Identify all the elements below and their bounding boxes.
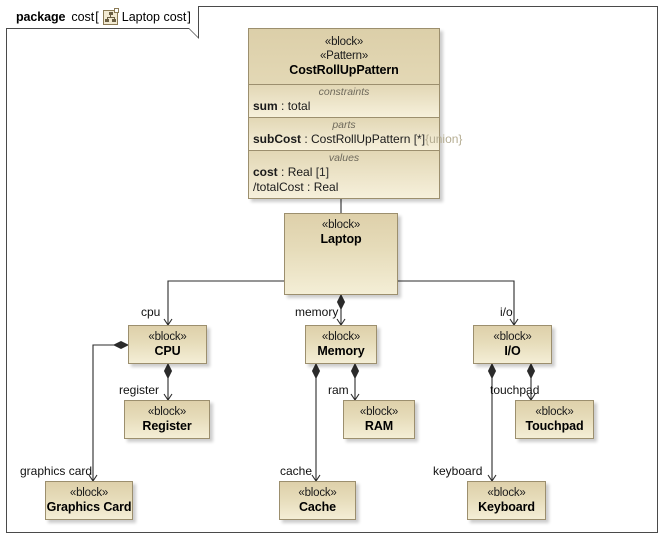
compartment-title: values: [328, 152, 360, 164]
feature-name: /totalCost: [253, 180, 304, 194]
role-label-keyboard: keyboard: [433, 464, 483, 478]
feature-name: cost: [253, 165, 278, 179]
feature-sep: :: [303, 180, 314, 194]
compartment-row: cost : Real [1]: [249, 165, 439, 180]
compartment-row: sum : total: [249, 99, 439, 114]
block-costrolluppattern[interactable]: «block» «Pattern» CostRollUpPattern cons…: [248, 28, 462, 199]
block-cpu[interactable]: «block» CPU: [128, 325, 207, 364]
package-keyword: package: [16, 10, 66, 24]
stereotype: «block»: [493, 331, 532, 343]
block-header: «block» CPU: [129, 326, 206, 358]
feature-multiplicity: [*]: [410, 132, 426, 146]
block-header: «block» RAM: [344, 401, 414, 433]
feature-type: CostRollUpPattern: [311, 132, 411, 146]
package-name: cost: [71, 10, 95, 24]
block-header: «block» Memory: [306, 326, 376, 358]
block-header: «block» Graphics Card: [46, 482, 132, 514]
compartment-values: values cost : Real [1] /totalCost : Real: [249, 151, 439, 198]
role-label-memory: memory: [295, 305, 339, 319]
feature-name: sum: [253, 99, 278, 113]
block-laptop[interactable]: «block» Laptop: [284, 213, 398, 295]
feature-type: Real: [287, 165, 313, 179]
block-name: I/O: [504, 344, 521, 358]
block-header: «block» Keyboard: [468, 482, 545, 514]
bracket-close: ]: [187, 10, 191, 24]
stereotype: «block»: [321, 219, 361, 231]
block-header: «block» I/O: [474, 326, 551, 358]
block-header: «block» Laptop: [285, 214, 397, 246]
feature-type: total: [287, 99, 311, 113]
stereotype-block: «block»: [324, 36, 364, 48]
feature-name: subCost: [253, 132, 301, 146]
stereotype: «block»: [148, 331, 187, 343]
block-name: Keyboard: [478, 500, 535, 514]
feature-sep: :: [277, 99, 288, 113]
block-ram[interactable]: «block» RAM: [343, 400, 415, 439]
block-name: Cache: [298, 500, 337, 514]
block-name: Touchpad: [525, 419, 584, 433]
block-cache[interactable]: «block» Cache: [279, 481, 356, 520]
compartment-row: subCost : CostRollUpPattern [*]{union}: [249, 132, 462, 147]
block-keyboard[interactable]: «block» Keyboard: [467, 481, 546, 520]
compartment-title: parts: [332, 119, 356, 131]
block-header: «block» Touchpad: [516, 401, 593, 433]
bracket-open: [: [95, 10, 99, 24]
package-frame: [6, 6, 658, 533]
block-name: RAM: [364, 419, 394, 433]
block-memory[interactable]: «block» Memory: [305, 325, 377, 364]
block-io[interactable]: «block» I/O: [473, 325, 552, 364]
role-label-graphics-card: graphics card: [20, 464, 93, 478]
role-label-cpu: cpu: [141, 305, 161, 319]
block-register[interactable]: «block» Register: [124, 400, 210, 439]
feature-constraint: {union}: [425, 132, 463, 146]
stereotype: «block»: [321, 331, 361, 343]
role-label-cache: cache: [280, 464, 313, 478]
role-label-touchpad: touchpad: [490, 383, 540, 397]
compartment-parts: parts subCost : CostRollUpPattern [*]{un…: [249, 118, 462, 151]
diagram-name: Laptop cost: [121, 10, 187, 24]
block-header: «block» Cache: [280, 482, 355, 514]
role-label-ram: ram: [328, 383, 349, 397]
stereotype: «block»: [535, 406, 574, 418]
feature-type: Real: [313, 180, 339, 194]
block-graphics-card[interactable]: «block» Graphics Card: [45, 481, 133, 520]
block-header: «block» «Pattern» CostRollUpPattern: [249, 29, 439, 85]
feature-multiplicity: [1]: [312, 165, 330, 179]
block-name: Graphics Card: [46, 500, 132, 514]
stereotype: «block»: [298, 487, 337, 499]
block-name: CostRollUpPattern: [289, 63, 399, 77]
feature-sep: :: [277, 165, 288, 179]
block-header: «block» Register: [125, 401, 209, 433]
compartment-title: constraints: [318, 86, 370, 98]
block-name: Memory: [317, 344, 365, 358]
bdd-diagram-icon: [102, 7, 119, 25]
package-header-tab[interactable]: package cost [ Laptop cost ]: [6, 6, 199, 39]
role-label-io: i/o: [500, 305, 513, 319]
role-label-register: register: [119, 383, 160, 397]
stereotype-pattern: «Pattern»: [319, 50, 369, 62]
feature-sep: :: [301, 132, 312, 146]
block-name: Laptop: [320, 232, 362, 246]
stereotype: «block»: [147, 406, 187, 418]
block-name: Register: [142, 419, 192, 433]
block-touchpad[interactable]: «block» Touchpad: [515, 400, 594, 439]
stereotype: «block»: [69, 487, 109, 499]
compartment-constraints: constraints sum : total: [249, 85, 439, 118]
stereotype: «block»: [487, 487, 526, 499]
block-name: CPU: [154, 344, 181, 358]
stereotype: «block»: [359, 406, 399, 418]
compartment-row: /totalCost : Real: [249, 180, 439, 195]
